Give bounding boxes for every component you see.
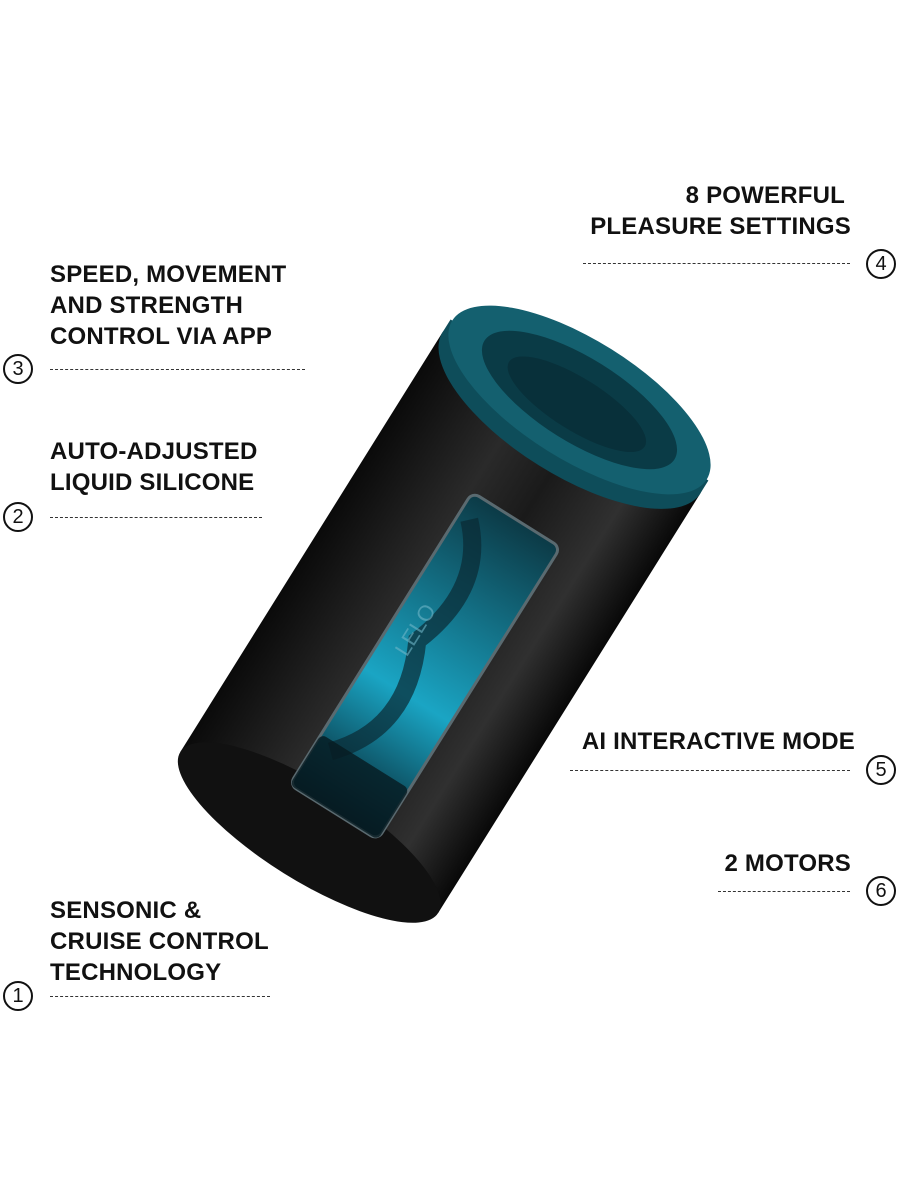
feature-4-line	[583, 263, 850, 264]
feature-5-number-badge: 5	[866, 755, 896, 785]
feature-6-number-badge: 6	[866, 876, 896, 906]
feature-1-label: SENSONIC & CRUISE CONTROL TECHNOLOGY	[50, 895, 269, 988]
feature-1-line-2: CRUISE CONTROL	[50, 928, 269, 955]
feature-3-line-1: SPEED, MOVEMENT	[50, 261, 287, 288]
feature-5-line-1: AI INTERACTIVE MODE	[581, 728, 855, 755]
feature-6-line	[718, 891, 850, 892]
feature-3-line	[50, 369, 305, 370]
feature-1-number-badge: 1	[3, 981, 33, 1011]
feature-3-line-3: CONTROL VIA APP	[50, 323, 273, 350]
feature-4-number-badge: 4	[866, 249, 896, 279]
feature-2-number-badge: 2	[3, 502, 33, 532]
feature-1-line-3: TECHNOLOGY	[50, 959, 222, 986]
feature-4-label: 8 POWERFUL PLEASURE SETTINGS	[590, 180, 851, 242]
feature-2-line	[50, 517, 262, 518]
feature-5-line	[570, 770, 850, 771]
feature-2-line-2: LIQUID SILICONE	[50, 469, 255, 496]
feature-3-label: SPEED, MOVEMENT AND STRENGTH CONTROL VIA…	[50, 259, 286, 352]
feature-4-line-2: PLEASURE SETTINGS	[590, 213, 851, 240]
feature-2-line-1: AUTO-ADJUSTED	[50, 438, 258, 465]
feature-2-label: AUTO-ADJUSTED LIQUID SILICONE	[50, 436, 258, 498]
feature-1-line-1: SENSONIC &	[50, 897, 202, 924]
feature-6-label: 2 MOTORS	[724, 848, 851, 879]
feature-5-label: AI INTERACTIVE MODE	[582, 726, 855, 757]
feature-1-line	[50, 996, 270, 997]
feature-4-line-1: 8 POWERFUL	[685, 182, 845, 209]
feature-3-number-badge: 3	[3, 354, 33, 384]
feature-6-line-1: 2 MOTORS	[724, 850, 851, 877]
feature-3-line-2: AND STRENGTH	[50, 292, 244, 319]
device-window	[291, 493, 559, 839]
